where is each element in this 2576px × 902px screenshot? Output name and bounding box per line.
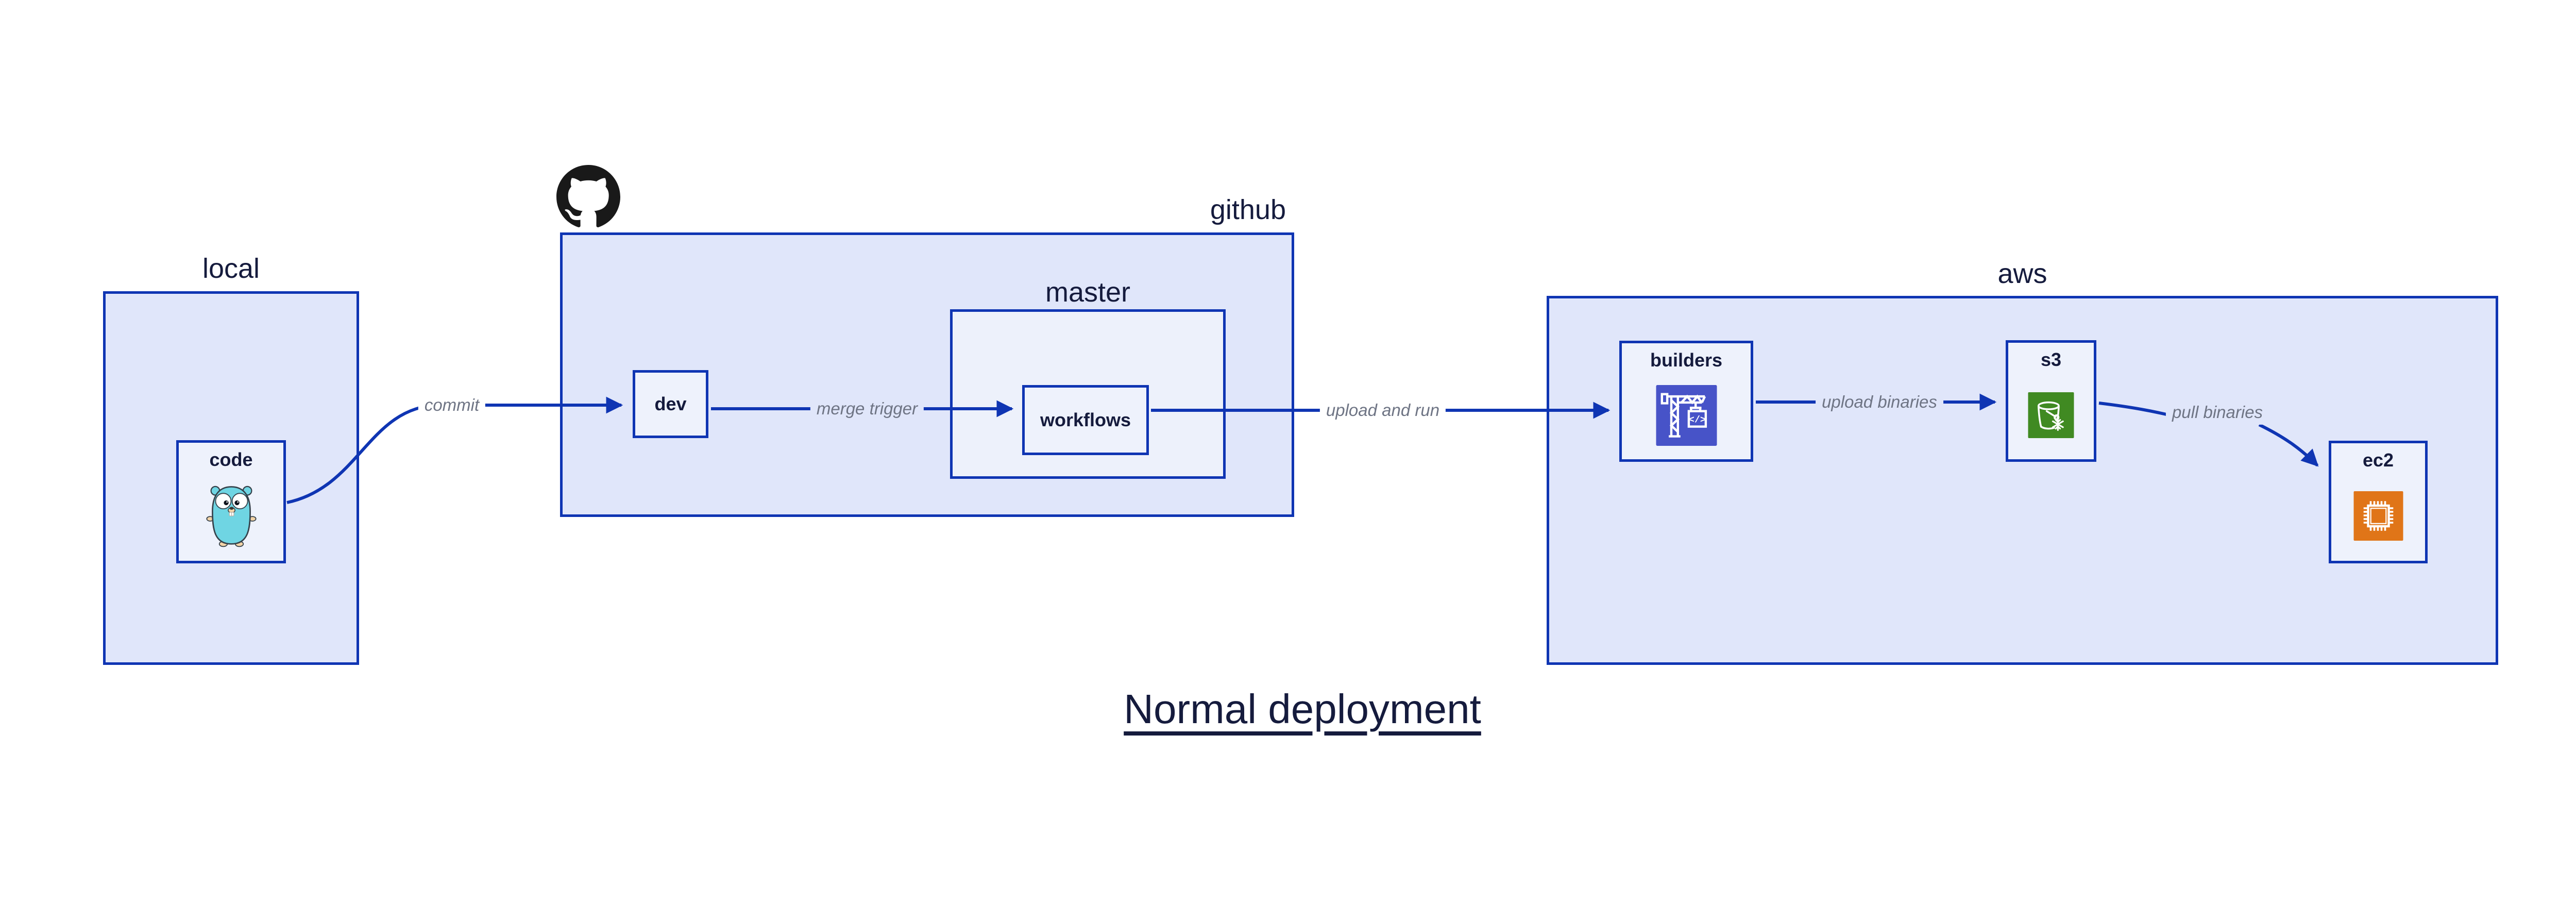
node-dev: dev [633,370,708,438]
codebuild-crane-icon: </> [1622,371,1751,459]
node-code: code [176,440,286,563]
diagram-title: Normal deployment [993,686,1612,733]
node-s3-label: s3 [2040,349,2062,370]
edge-pull-binaries-a [2098,402,2174,417]
node-workflows-label: workflows [1040,409,1131,430]
edge-label-upload-and-run: upload and run [1319,397,1446,423]
node-builders-label: builders [1650,349,1723,371]
edge-label-pull-binaries: pull binaries [2165,399,2269,425]
go-gopher-icon [179,471,283,561]
node-builders: builders </> [1619,341,1753,462]
diagram-title-text: Normal deployment [1124,686,1481,732]
container-aws-label: aws [1997,258,2047,289]
edge-commit [286,396,623,504]
edge-label-commit: commit [418,392,486,418]
container-github-label: github [1210,194,1286,225]
container-master-label: master [1045,277,1131,308]
node-dev-label: dev [654,393,687,414]
s3-glacier-bucket-icon [2008,371,2094,459]
edge-label-upload-binaries: upload binaries [1816,389,1943,415]
container-local-label: local [202,253,260,284]
node-code-label: code [209,449,253,470]
node-ec2-label: ec2 [2362,449,2394,471]
code-glyph: </> [1688,414,1705,425]
node-ec2: ec2 [2329,441,2428,563]
edge-pull-binaries-b [2258,423,2319,467]
edge-label-merge-trigger: merge trigger [810,396,924,422]
ec2-chip-icon [2331,471,2425,561]
node-workflows: workflows [1022,385,1149,455]
node-s3: s3 [2006,340,2096,462]
github-logo-icon [556,165,620,229]
